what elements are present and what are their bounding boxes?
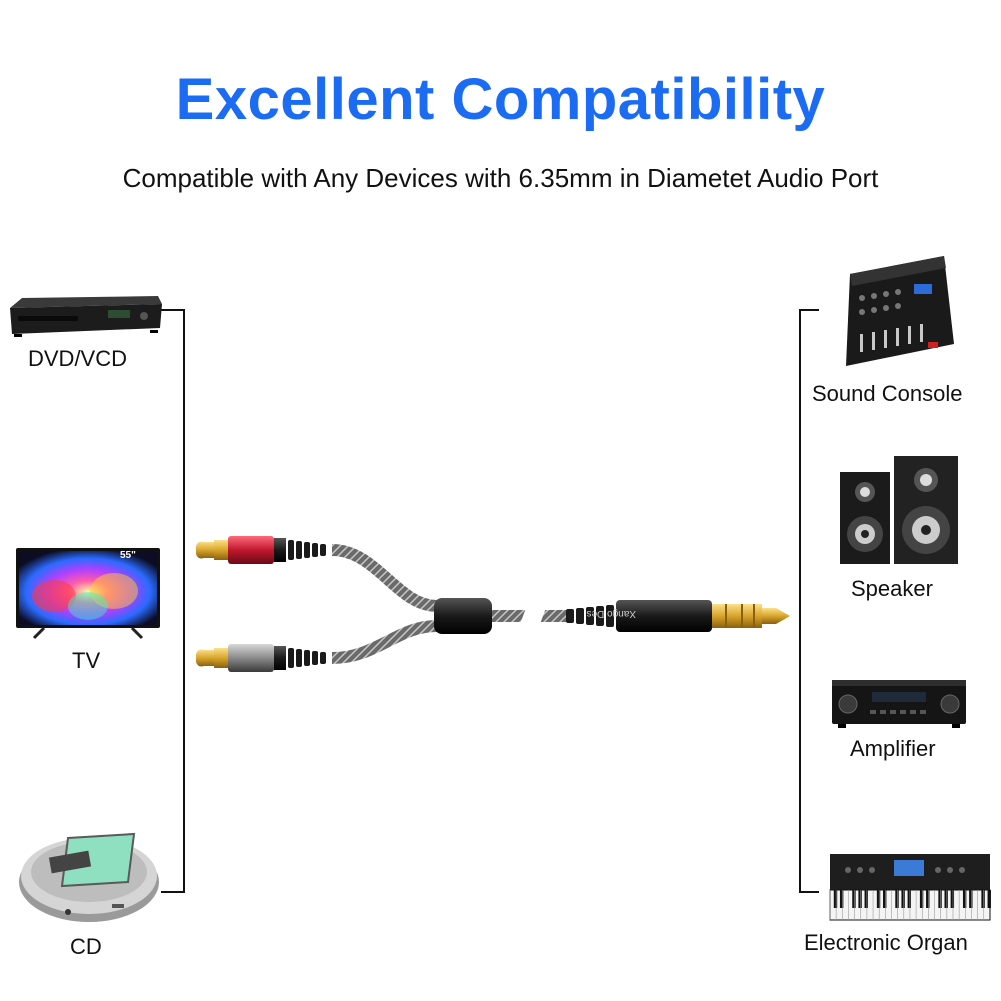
cable-brand: Xango Des — [587, 608, 636, 619]
cd-player-image — [19, 832, 159, 922]
sound-console-label: Sound Console — [812, 381, 963, 406]
page-title: Excellent Compatibility — [175, 67, 826, 132]
tv-image — [16, 548, 160, 640]
sound-console-image — [846, 256, 954, 366]
cd-label: CD — [70, 934, 102, 959]
speaker-image — [840, 456, 958, 564]
tv-label: TV — [72, 648, 101, 673]
dvd-label: DVD/VCD — [28, 346, 128, 371]
electronic-organ-image — [829, 854, 991, 921]
tv-size-badge: 55" — [120, 550, 136, 561]
dvd-player-image — [10, 296, 162, 337]
amplifier-image — [832, 680, 966, 728]
rca-to-quarter-inch-cable-image: Xango Des — [196, 536, 790, 672]
left-bracket — [161, 309, 185, 893]
page-subtitle: Compatible with Any Devices with 6.35mm … — [122, 163, 879, 193]
amplifier-label: Amplifier — [850, 736, 936, 761]
right-bracket — [799, 309, 819, 893]
electronic-organ-label: Electronic Organ — [804, 930, 968, 955]
speaker-label: Speaker — [851, 576, 933, 601]
